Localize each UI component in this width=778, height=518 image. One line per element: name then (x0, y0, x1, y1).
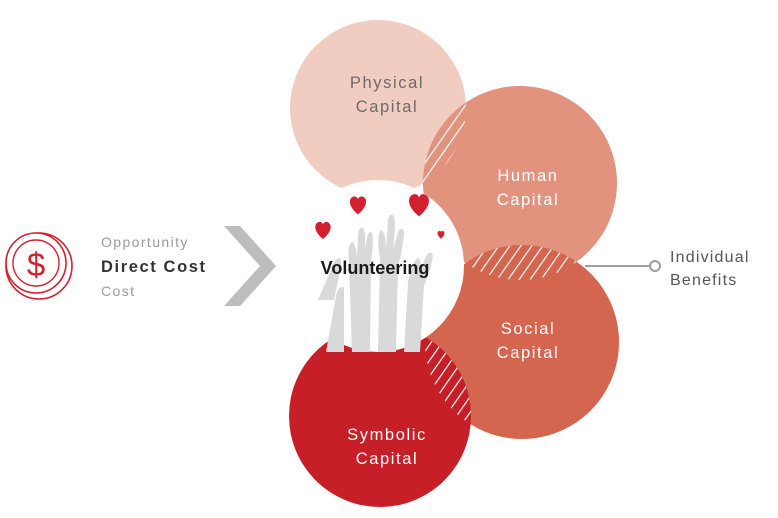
social-capital-label-line2: Capital (497, 344, 560, 362)
physical-capital-label-line1: Physical (350, 74, 424, 92)
dollar-coin-icon: $ (5, 232, 73, 300)
social-capital-label-line1: Social (501, 320, 556, 338)
physical-capital-label-line2: Capital (356, 98, 419, 116)
heart-icon (437, 230, 445, 239)
opportunity-cost-label-top: Opportunity (101, 234, 189, 250)
benefits-connector-dot (649, 260, 661, 272)
opportunity-cost-label-bottom: Cost (101, 283, 135, 299)
heart-icon (315, 221, 331, 239)
individual-benefits-label-line1: Individual (670, 249, 750, 266)
volunteering-label: Volunteering (321, 258, 430, 278)
social-capital-circle (425, 245, 619, 439)
symbolic-capital-label-line1: Symbolic (347, 426, 427, 444)
human-capital-label-line2: Capital (497, 191, 560, 209)
symbolic-capital-label-line2: Capital (356, 450, 419, 468)
heart-icon (409, 194, 429, 217)
hearts-icon (315, 194, 445, 239)
physical-capital-circle (290, 20, 466, 196)
dollar-symbol: $ (27, 246, 45, 283)
chevron-right-icon (224, 226, 276, 306)
raised-hands-icon (318, 214, 433, 352)
heart-icon (349, 196, 367, 215)
human-capital-circle (423, 86, 617, 280)
symbolic-capital-circle (289, 325, 471, 507)
individual-benefits-label-line2: Benefits (670, 272, 737, 289)
human-capital-label-line1: Human (497, 167, 558, 185)
direct-cost-label: Direct Cost (101, 258, 207, 276)
